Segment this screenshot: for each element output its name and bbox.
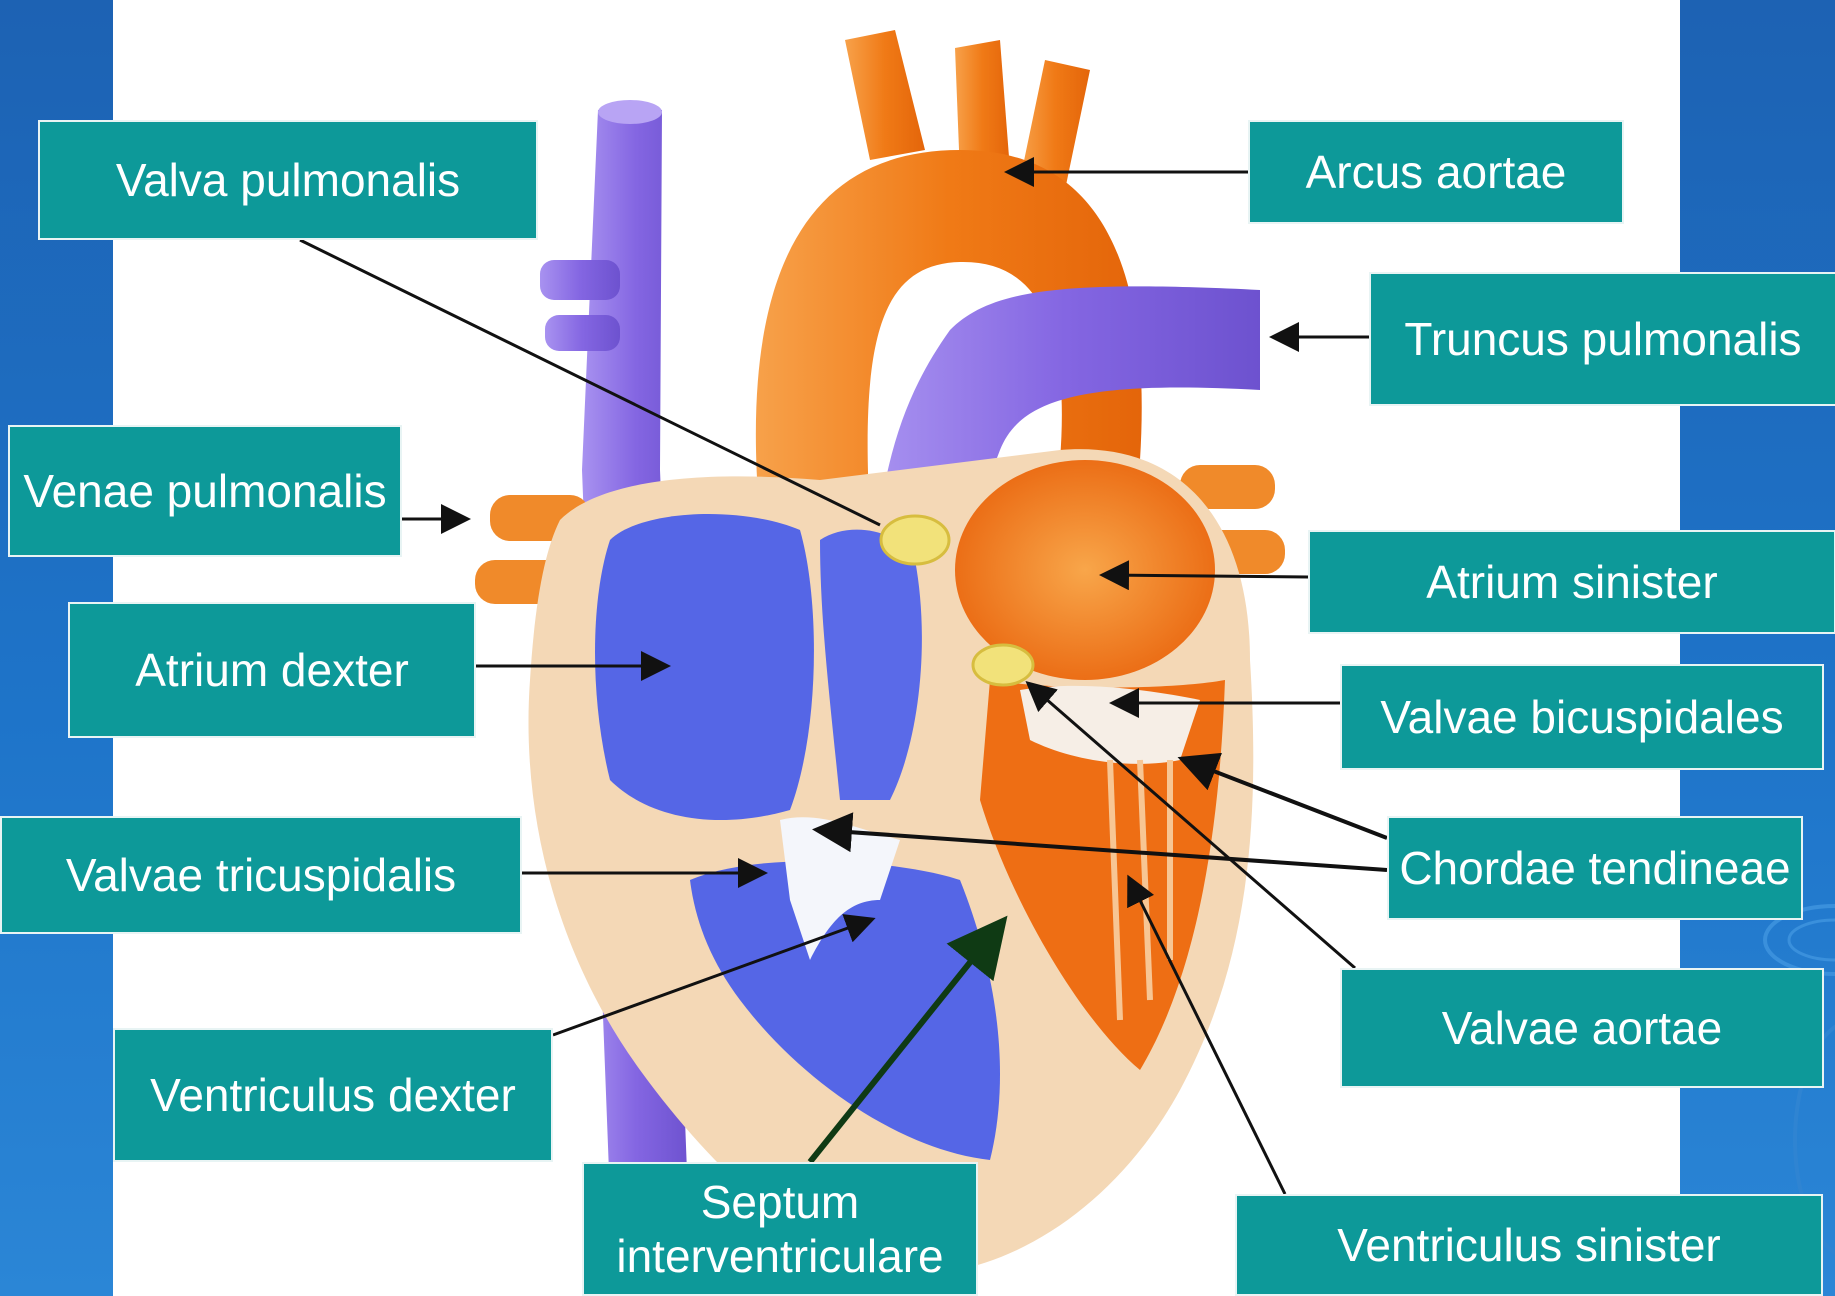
label-valvae-bicuspidales: Valvae bicuspidales: [1340, 664, 1824, 770]
pointer-chordae-2: [820, 830, 1387, 870]
label-truncus-pulmonalis: Truncus pulmonalis: [1369, 272, 1835, 406]
label-text: Truncus pulmonalis: [1404, 312, 1801, 366]
label-ventriculus-sinister: Ventriculus sinister: [1235, 1194, 1823, 1296]
pointer-ventriculus-sinister: [1130, 880, 1285, 1194]
label-text: Valvae bicuspidales: [1380, 690, 1783, 744]
label-text: Valva pulmonalis: [116, 153, 460, 207]
label-text: Atrium dexter: [135, 643, 409, 697]
pointer-ventriculus-dexter: [553, 920, 870, 1035]
label-text: Atrium sinister: [1426, 555, 1717, 609]
label-chordae-tendineae: Chordae tendineae: [1387, 816, 1803, 920]
label-text: Ventriculus dexter: [150, 1068, 516, 1122]
label-atrium-dexter: Atrium dexter: [68, 602, 476, 738]
label-venae-pulmonalis: Venae pulmonalis: [8, 425, 402, 557]
pointer-valvae-aortae: [1030, 685, 1355, 968]
label-valvae-aortae: Valvae aortae: [1340, 968, 1824, 1088]
label-arcus-aortae: Arcus aortae: [1248, 120, 1624, 224]
label-text: Venae pulmonalis: [23, 464, 386, 518]
label-text: Chordae tendineae: [1399, 841, 1790, 895]
label-ventriculus-dexter: Ventriculus dexter: [113, 1028, 553, 1162]
label-text-line1: Septum: [616, 1175, 943, 1229]
pointer-atrium-sinister: [1105, 575, 1308, 577]
label-atrium-sinister: Atrium sinister: [1308, 530, 1835, 634]
label-text: Valvae tricuspidalis: [66, 848, 456, 902]
label-valvae-tricuspidalis: Valvae tricuspidalis: [0, 816, 522, 934]
label-text-line2: interventriculare: [616, 1229, 943, 1283]
label-septum-interventriculare: Septum interventriculare: [582, 1162, 978, 1296]
label-valva-pulmonalis: Valva pulmonalis: [38, 120, 538, 240]
pointer-chordae-1: [1185, 760, 1387, 838]
label-text: Arcus aortae: [1306, 145, 1567, 199]
pointer-septum: [810, 925, 1000, 1162]
label-text: Valvae aortae: [1442, 1001, 1722, 1055]
label-text: Ventriculus sinister: [1337, 1218, 1721, 1272]
